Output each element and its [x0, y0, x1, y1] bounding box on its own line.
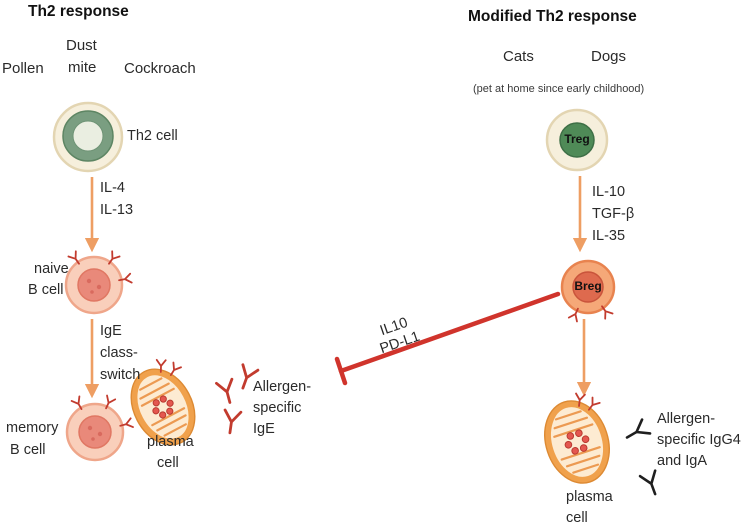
inhibition-line — [334, 291, 561, 386]
label-treg: Treg — [564, 132, 590, 146]
label-igg4-1: Allergen- — [657, 411, 716, 427]
label-pollen: Pollen — [2, 60, 44, 77]
memory-b-cell-icon — [65, 394, 134, 462]
ige-antibody-icon — [215, 363, 260, 436]
label-class-switch-1: IgE — [100, 323, 122, 339]
label-igg4-3: and IgA — [657, 453, 707, 469]
label-il13: IL-13 — [100, 202, 134, 218]
label-cats: Cats — [503, 48, 534, 65]
label-naive-bcell-1: naive — [34, 261, 69, 277]
plasma-cell-right-icon — [544, 392, 610, 484]
label-memory-bcell-2: B cell — [10, 442, 46, 458]
label-th2-cell: Th2 cell — [127, 128, 178, 144]
label-pet-note: (pet at home since early childhood) — [473, 83, 645, 95]
label-ige-2: specific — [253, 400, 302, 416]
th2-cell-icon — [52, 101, 124, 173]
label-ige-3: IgE — [253, 421, 275, 437]
label-tgfb: TGF-β — [592, 206, 635, 222]
label-il4: IL-4 — [100, 180, 125, 196]
label-breg: Breg — [574, 279, 602, 293]
label-dogs: Dogs — [591, 48, 627, 65]
plasma-cell-left-icon — [130, 358, 196, 446]
label-plasma-left-1: plasma — [147, 434, 194, 450]
label-igg4-2: specific IgG4 — [657, 432, 741, 448]
label-plasma-left-2: cell — [157, 455, 179, 471]
label-plasma-right-1: plasma — [566, 489, 613, 505]
label-class-switch-2: class- — [100, 345, 138, 361]
label-cockroach: Cockroach — [124, 60, 196, 77]
label-class-switch-3: switch — [100, 367, 141, 383]
label-memory-bcell-1: memory — [6, 420, 59, 436]
naive-b-cell-icon — [64, 250, 133, 315]
label-ige-1: Allergen- — [253, 379, 312, 395]
right-title: Modified Th2 response — [468, 8, 637, 25]
breg-cell-icon — [560, 259, 616, 323]
left-title: Th2 response — [28, 3, 129, 20]
label-mite: mite — [68, 59, 97, 76]
label-il10: IL-10 — [592, 184, 626, 200]
label-dust: Dust — [66, 37, 97, 54]
label-plasma-right-2: cell — [566, 510, 588, 526]
label-il35: IL-35 — [592, 228, 626, 244]
label-naive-bcell-2: B cell — [28, 282, 64, 298]
treg-cell-icon — [545, 108, 609, 172]
